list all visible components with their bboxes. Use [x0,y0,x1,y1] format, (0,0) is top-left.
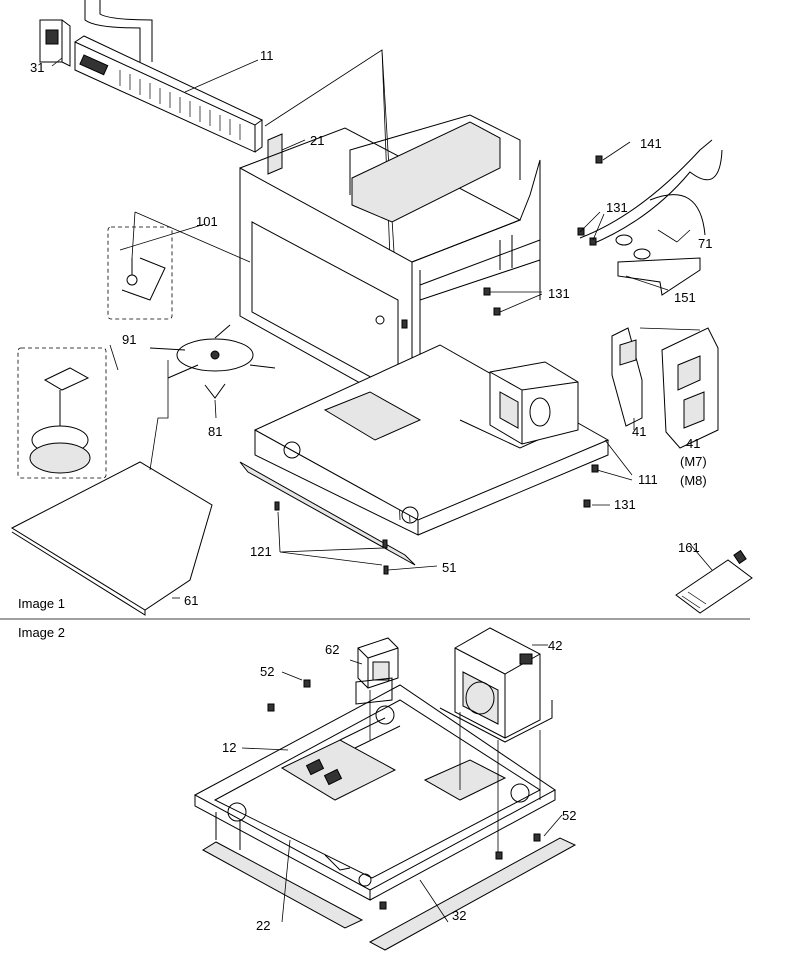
callout-21: 21 [310,133,324,148]
callout-91: 91 [122,332,136,347]
part-71-harness [579,139,723,260]
image-2-screws [267,679,541,910]
callout-71: 71 [698,236,712,251]
callout-41-b: 41 [686,436,700,451]
callout-131-b: 131 [548,286,570,301]
callout-111: 111 [638,472,658,487]
callout-52-a: 52 [260,664,274,679]
callout-51: 51 [442,560,456,575]
callout-42: 42 [548,638,562,653]
callout-131-c: 131 [614,497,636,512]
part-11-control-panel [74,35,263,153]
callout-12: 12 [222,740,236,755]
callout-101: 101 [196,214,218,229]
part-161-tube [675,549,753,614]
part-62-transformer [355,637,399,705]
image-1-panel: 11 31 21 141 131 71 101 151 131 91 41 41… [10,0,753,616]
part-31-latch [39,19,71,67]
callout-32: 32 [452,908,466,923]
part-12-base-frame [193,684,556,901]
part-41-switch-boards [611,327,719,449]
callout-22: 22 [256,918,270,933]
part-101-detail [107,226,173,320]
image-2-leaders [241,644,563,923]
part-42-transformer [439,627,553,743]
oven-cavity-frame [239,114,541,413]
callout-121: 121 [250,544,272,559]
transformer-1 [489,361,579,445]
callout-62: 62 [325,642,339,657]
part-21-clip [267,133,283,175]
part-22-trim [202,841,364,929]
wire-harness-top [84,0,153,62]
image-2-panel: Image 2 [18,625,577,951]
callout-141: 141 [640,136,662,151]
base-plate-1 [253,344,610,536]
callout-11: 11 [260,48,274,63]
part-151-bracket [617,257,701,296]
part-61-tray [10,461,213,616]
part-32-strip [368,837,577,951]
image-1-leaders [51,57,713,599]
callout-161: 161 [678,540,700,555]
callout-81: 81 [208,424,222,439]
image-2-caption: Image 2 [18,625,65,640]
callout-m7: (M7) [680,454,707,469]
callout-131-a: 131 [606,200,628,215]
part-51-trim [239,461,416,566]
callout-m8: (M8) [680,473,707,488]
callout-41-a: 41 [632,424,646,439]
callout-52-b: 52 [562,808,576,823]
callout-31: 31 [30,60,44,75]
image-1-caption: Image 1 [18,596,65,611]
part-81-fan [149,324,276,399]
part-121-screws [274,501,389,575]
part-91-detail [17,347,107,479]
callout-61: 61 [184,593,198,608]
callout-151: 151 [674,290,696,305]
